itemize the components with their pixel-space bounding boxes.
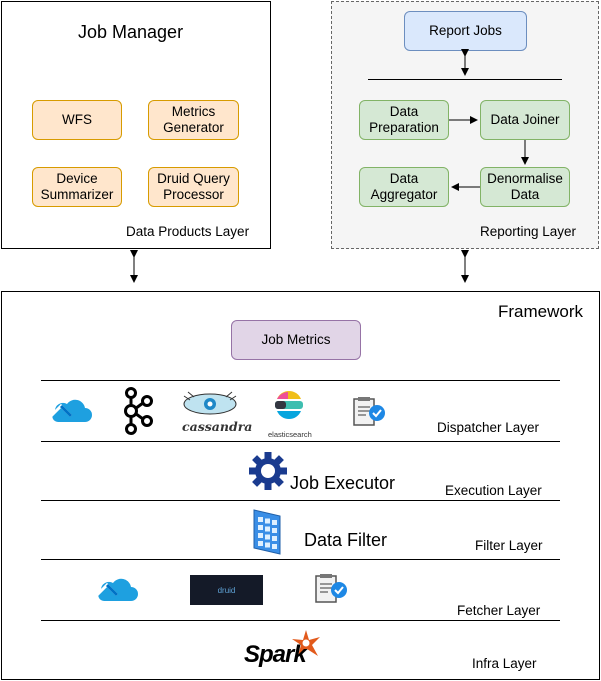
job-metrics-node: Job Metrics (231, 320, 361, 360)
data-aggregator-node: Data Aggregator (359, 167, 449, 207)
fetcher-layer-label: Fetcher Layer (457, 603, 541, 618)
wfs-label: WFS (62, 112, 92, 127)
cassandra-logo-text: cassandra (182, 419, 253, 434)
job-manager-title: Job Manager (78, 22, 184, 42)
data-preparation-node: Data Preparation (359, 100, 449, 140)
data-preparation-label: Data Preparation (369, 104, 439, 135)
metrics-generator-label: Metrics Generator (163, 104, 224, 135)
data-filter-label: Data Filter (304, 530, 388, 550)
report-document-icon (353, 397, 385, 426)
layer-divider-execution (41, 441, 560, 442)
denormalise-data-label: Denormalise Data (487, 171, 563, 202)
data-aggregator-label: Data Aggregator (370, 171, 438, 202)
filter-layer-label: Filter Layer (475, 538, 543, 553)
denormalise-data-node: Denormalise Data (480, 167, 570, 207)
druid-logo-text: druid (217, 585, 236, 595)
layer-divider-dispatcher (41, 380, 560, 381)
elasticsearch-logo-text: elasticsearch (268, 430, 312, 439)
execution-layer-label: Execution Layer (445, 483, 542, 498)
layer-divider-fetcher (41, 559, 560, 560)
layer-divider-infra (41, 620, 560, 621)
spark-icon (292, 630, 320, 656)
reporting-bus-line (368, 79, 562, 80)
device-summarizer-node: Device Summarizer (32, 167, 122, 207)
data-joiner-node: Data Joiner (480, 100, 570, 140)
report-document-icon (315, 574, 347, 603)
azure-cloud-icon (49, 399, 92, 423)
elasticsearch-icon (275, 391, 303, 419)
data-products-layer-label: Data Products Layer (126, 224, 250, 239)
device-summarizer-label: Device Summarizer (40, 171, 114, 202)
job-metrics-label: Job Metrics (261, 332, 331, 347)
data-filter-grid-icon (253, 509, 281, 555)
framework-title: Framework (498, 302, 584, 321)
job-executor-label: Job Executor (290, 473, 396, 493)
metrics-generator-node: Metrics Generator (148, 100, 239, 140)
gear-icon (249, 452, 287, 490)
kafka-icon (124, 387, 153, 435)
wfs-node: WFS (32, 100, 122, 140)
azure-cloud-icon (95, 578, 138, 602)
spark-logo-text: Spark (244, 641, 307, 668)
layer-divider-filter (41, 500, 560, 501)
druid-query-processor-node: Druid Query Processor (148, 167, 239, 207)
cassandra-icon (183, 391, 237, 415)
report-jobs-label: Report Jobs (429, 23, 502, 38)
druid-icon: druid (190, 575, 263, 605)
infra-layer-label: Infra Layer (472, 656, 537, 671)
dispatcher-layer-label: Dispatcher Layer (437, 420, 540, 435)
reporting-layer-label: Reporting Layer (480, 224, 577, 239)
data-joiner-label: Data Joiner (490, 112, 560, 127)
druid-query-processor-label: Druid Query Processor (157, 171, 230, 202)
